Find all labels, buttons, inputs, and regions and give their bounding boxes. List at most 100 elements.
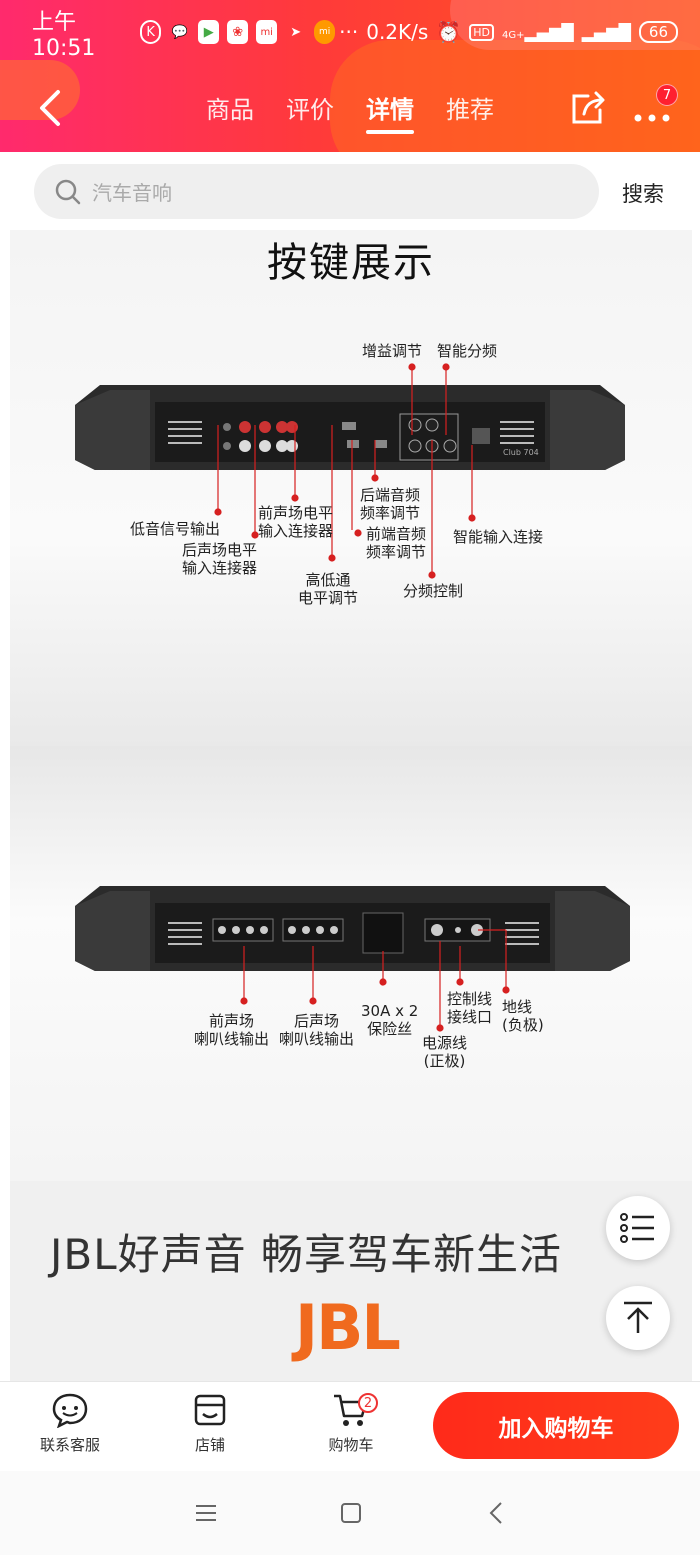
menu-icon[interactable] (195, 1503, 217, 1523)
label-bass-out: 低音信号输出 (130, 520, 221, 538)
label-ground-line1: 地线 (502, 998, 533, 1016)
label-smart-input: 智能输入连接 (453, 528, 544, 546)
jbl-logo: JBL (295, 1291, 401, 1364)
network-speed: 0.2K/s (366, 20, 429, 44)
detail-image-connections: 前声场 喇叭线输出 后声场 喇叭线输出 30A x 2 保险丝 控制线 接线口 … (10, 746, 692, 1181)
hd-icon: HD (469, 23, 494, 41)
label-rear-freq-line2: 频率调节 (360, 504, 421, 522)
chat-face-icon (52, 1393, 88, 1428)
label-fuse-line1: 30A x 2 (361, 1002, 419, 1020)
label-power-line2: (正极) (423, 1052, 466, 1070)
label-power: 电源线 (正极) (422, 1034, 467, 1070)
label-fuse: 30A x 2 保险丝 (361, 1002, 418, 1038)
tab-reviews[interactable]: 评价 (286, 96, 334, 124)
panel-title: 按键展示 (267, 240, 435, 286)
amplifier-front-illustration: Club 704 (75, 385, 625, 470)
label-fuse-line2: 保险丝 (367, 1020, 413, 1038)
amplifier-rear-illustration (75, 886, 630, 971)
label-gain: 增益调节 (362, 342, 423, 360)
label-rear-level: 后声场电平 输入连接器 (182, 541, 257, 577)
tab-details[interactable]: 详情 (366, 90, 414, 134)
label-smart-crossover: 智能分频 (437, 342, 498, 360)
slogan-text: JBL好声音 畅享驾车新生活 (50, 1230, 562, 1279)
search-icon (55, 179, 81, 204)
tab-recommend[interactable]: 推荐 (446, 96, 494, 124)
cart-label: 购物车 (328, 1436, 374, 1454)
label-rear-speaker-line1: 后声场 (294, 1012, 340, 1030)
catalog-button[interactable] (606, 1196, 670, 1260)
label-remote-line1: 控制线 (447, 990, 493, 1008)
label-front-freq-line2: 频率调节 (366, 543, 427, 561)
play-store-icon: ▶ (198, 20, 220, 44)
label-front-freq-line1: 前端音频 (366, 525, 427, 543)
tab-product[interactable]: 商品 (206, 96, 254, 124)
back-arrow-icon[interactable] (36, 88, 66, 128)
label-front-freq: 前端音频 频率调节 (366, 525, 426, 561)
signal-2-icon: ▂▄▆█ (581, 22, 631, 42)
label-front-speaker-line2: 喇叭线输出 (194, 1030, 270, 1048)
customer-service-label: 联系客服 (39, 1436, 100, 1454)
search-input[interactable]: 汽车音响 (34, 164, 599, 219)
label-front-level-line1: 前声场电平 (258, 504, 334, 522)
status-bar: 上午10:51 K 💬 ▶ ❀ mi ➤ mi ··· 0.2K/s ⏰ HD … (32, 10, 678, 61)
label-front-level-line2: 输入连接器 (258, 522, 334, 540)
label-rear-freq: 后端音频 频率调节 (360, 486, 420, 522)
more-notifications-icon: ··· (339, 20, 359, 44)
header: 上午10:51 K 💬 ▶ ❀ mi ➤ mi ··· 0.2K/s ⏰ HD … (0, 0, 700, 152)
more-icon[interactable] (632, 90, 676, 126)
label-crossover-control: 分频控制 (403, 582, 464, 600)
callout-lines-2 (240, 929, 510, 1032)
back-to-top-button[interactable] (606, 1286, 670, 1350)
wechat-icon: 💬 (171, 24, 188, 40)
label-rear-speaker-line2: 喇叭线输出 (279, 1030, 355, 1048)
store-icon (194, 1394, 226, 1426)
customer-service-button[interactable]: 联系客服 (25, 1392, 115, 1455)
share-icon[interactable] (568, 88, 608, 128)
nav-tabs: 商品 评价 详情 推荐 (206, 90, 494, 134)
label-rear-speaker: 后声场 喇叭线输出 (279, 1012, 354, 1048)
add-to-cart-button[interactable]: 加入购物车 (433, 1392, 679, 1459)
label-power-line1: 电源线 (422, 1034, 468, 1052)
search-row: 汽车音响 搜索 (0, 152, 700, 230)
store-button[interactable]: 店铺 (165, 1392, 255, 1455)
callout-lines (214, 363, 476, 579)
list-icon (620, 1213, 654, 1243)
label-remote: 控制线 接线口 (447, 990, 492, 1026)
arrow-up-icon (624, 1301, 652, 1333)
system-navigation-bar (0, 1471, 700, 1555)
label-rear-level-line1: 后声场电平 (182, 541, 258, 559)
store-label: 店铺 (194, 1436, 225, 1454)
detail-image-slogan: JBL好声音 畅享驾车新生活 JBL (10, 1181, 692, 1381)
label-front-speaker-line1: 前声场 (209, 1012, 255, 1030)
back-icon[interactable] (488, 1501, 504, 1525)
cart-button[interactable]: 购物车 (306, 1392, 396, 1455)
label-front-speaker: 前声场 喇叭线输出 (194, 1012, 269, 1048)
alarm-icon: ⏰ (436, 20, 462, 44)
label-hilo-line1: 高低通 (305, 571, 351, 589)
amp-model-label: Club 704 (503, 448, 539, 457)
label-hilo-line2: 电平调节 (298, 589, 359, 607)
cart-count-badge: 2 (358, 1393, 378, 1413)
network-type: 4G+ (501, 29, 525, 41)
mi-icon: mi (314, 20, 336, 44)
more-badge: 7 (656, 84, 678, 106)
app-notification-icon: ❀ (227, 20, 249, 44)
label-ground-line2: (负极) (502, 1016, 544, 1034)
label-rear-level-line2: 输入连接器 (182, 559, 258, 577)
label-rear-freq-line1: 后端音频 (360, 486, 421, 504)
status-time: 上午10:51 (32, 9, 96, 61)
mi-store-icon: mi (256, 20, 278, 44)
send-icon: ➤ (290, 24, 302, 40)
home-icon[interactable] (340, 1502, 362, 1524)
label-front-level: 前声场电平 输入连接器 (258, 504, 333, 540)
detail-image-controls: 按键展示 Club 704 (10, 230, 692, 746)
label-hilo: 高低通 电平调节 (298, 571, 358, 607)
battery-indicator: 66 (638, 21, 678, 43)
signal-icon: 4G+▂▄▆█ (501, 22, 574, 42)
label-remote-line2: 接线口 (447, 1008, 493, 1026)
k-app-icon: K (139, 20, 162, 44)
search-button[interactable]: 搜索 (622, 182, 664, 206)
search-placeholder: 汽车音响 (92, 181, 172, 205)
label-ground: 地线 (负极) (502, 998, 544, 1034)
